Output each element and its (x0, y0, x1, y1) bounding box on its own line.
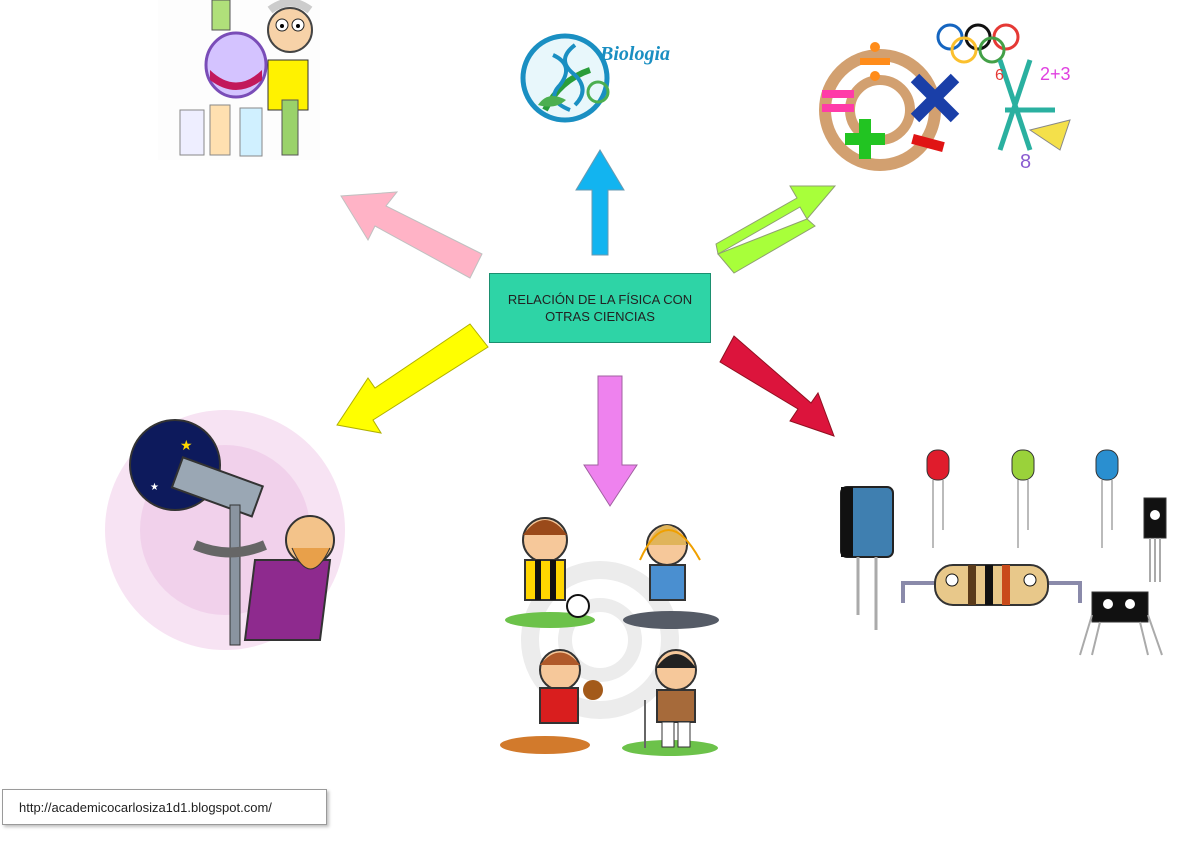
svg-text:8: 8 (1020, 151, 1031, 173)
source-url-text[interactable]: http://academicocarlosiza1d1.blogspot.co… (19, 799, 272, 815)
arrow-sports (583, 375, 638, 507)
children-sports-illustration (500, 517, 719, 756)
source-url-box: http://academicocarlosiza1d1.blogspot.co… (2, 789, 327, 825)
astronomer-telescope-illustration: ★ ★ ★ (105, 410, 345, 650)
chemistry-scientist-illustration (158, 0, 320, 160)
arrow-biology (575, 149, 625, 256)
svg-text:★: ★ (180, 437, 193, 453)
arrow-chemistry (340, 191, 483, 279)
svg-text:6: 6 (995, 67, 1004, 84)
central-topic-line2: OTRAS CIENCIAS (545, 309, 655, 324)
arrow-astronomy (336, 323, 489, 434)
arrow-math (715, 185, 837, 274)
central-topic-line1: RELACIÓN DE LA FÍSICA CON (507, 292, 693, 307)
svg-text:★: ★ (150, 482, 159, 493)
math-symbols-illustration: 2+3 8 6 (819, 23, 1071, 173)
svg-text:2+3: 2+3 (1040, 64, 1071, 84)
central-topic-box: RELACIÓN DE LA FÍSICA CON OTRAS CIENCIAS (489, 273, 711, 343)
biology-logo: Biologia (520, 33, 670, 123)
biology-logo-text: Biologia (599, 43, 670, 65)
arrow-electronics (719, 335, 835, 437)
electronic-components-illustration (840, 449, 1167, 656)
